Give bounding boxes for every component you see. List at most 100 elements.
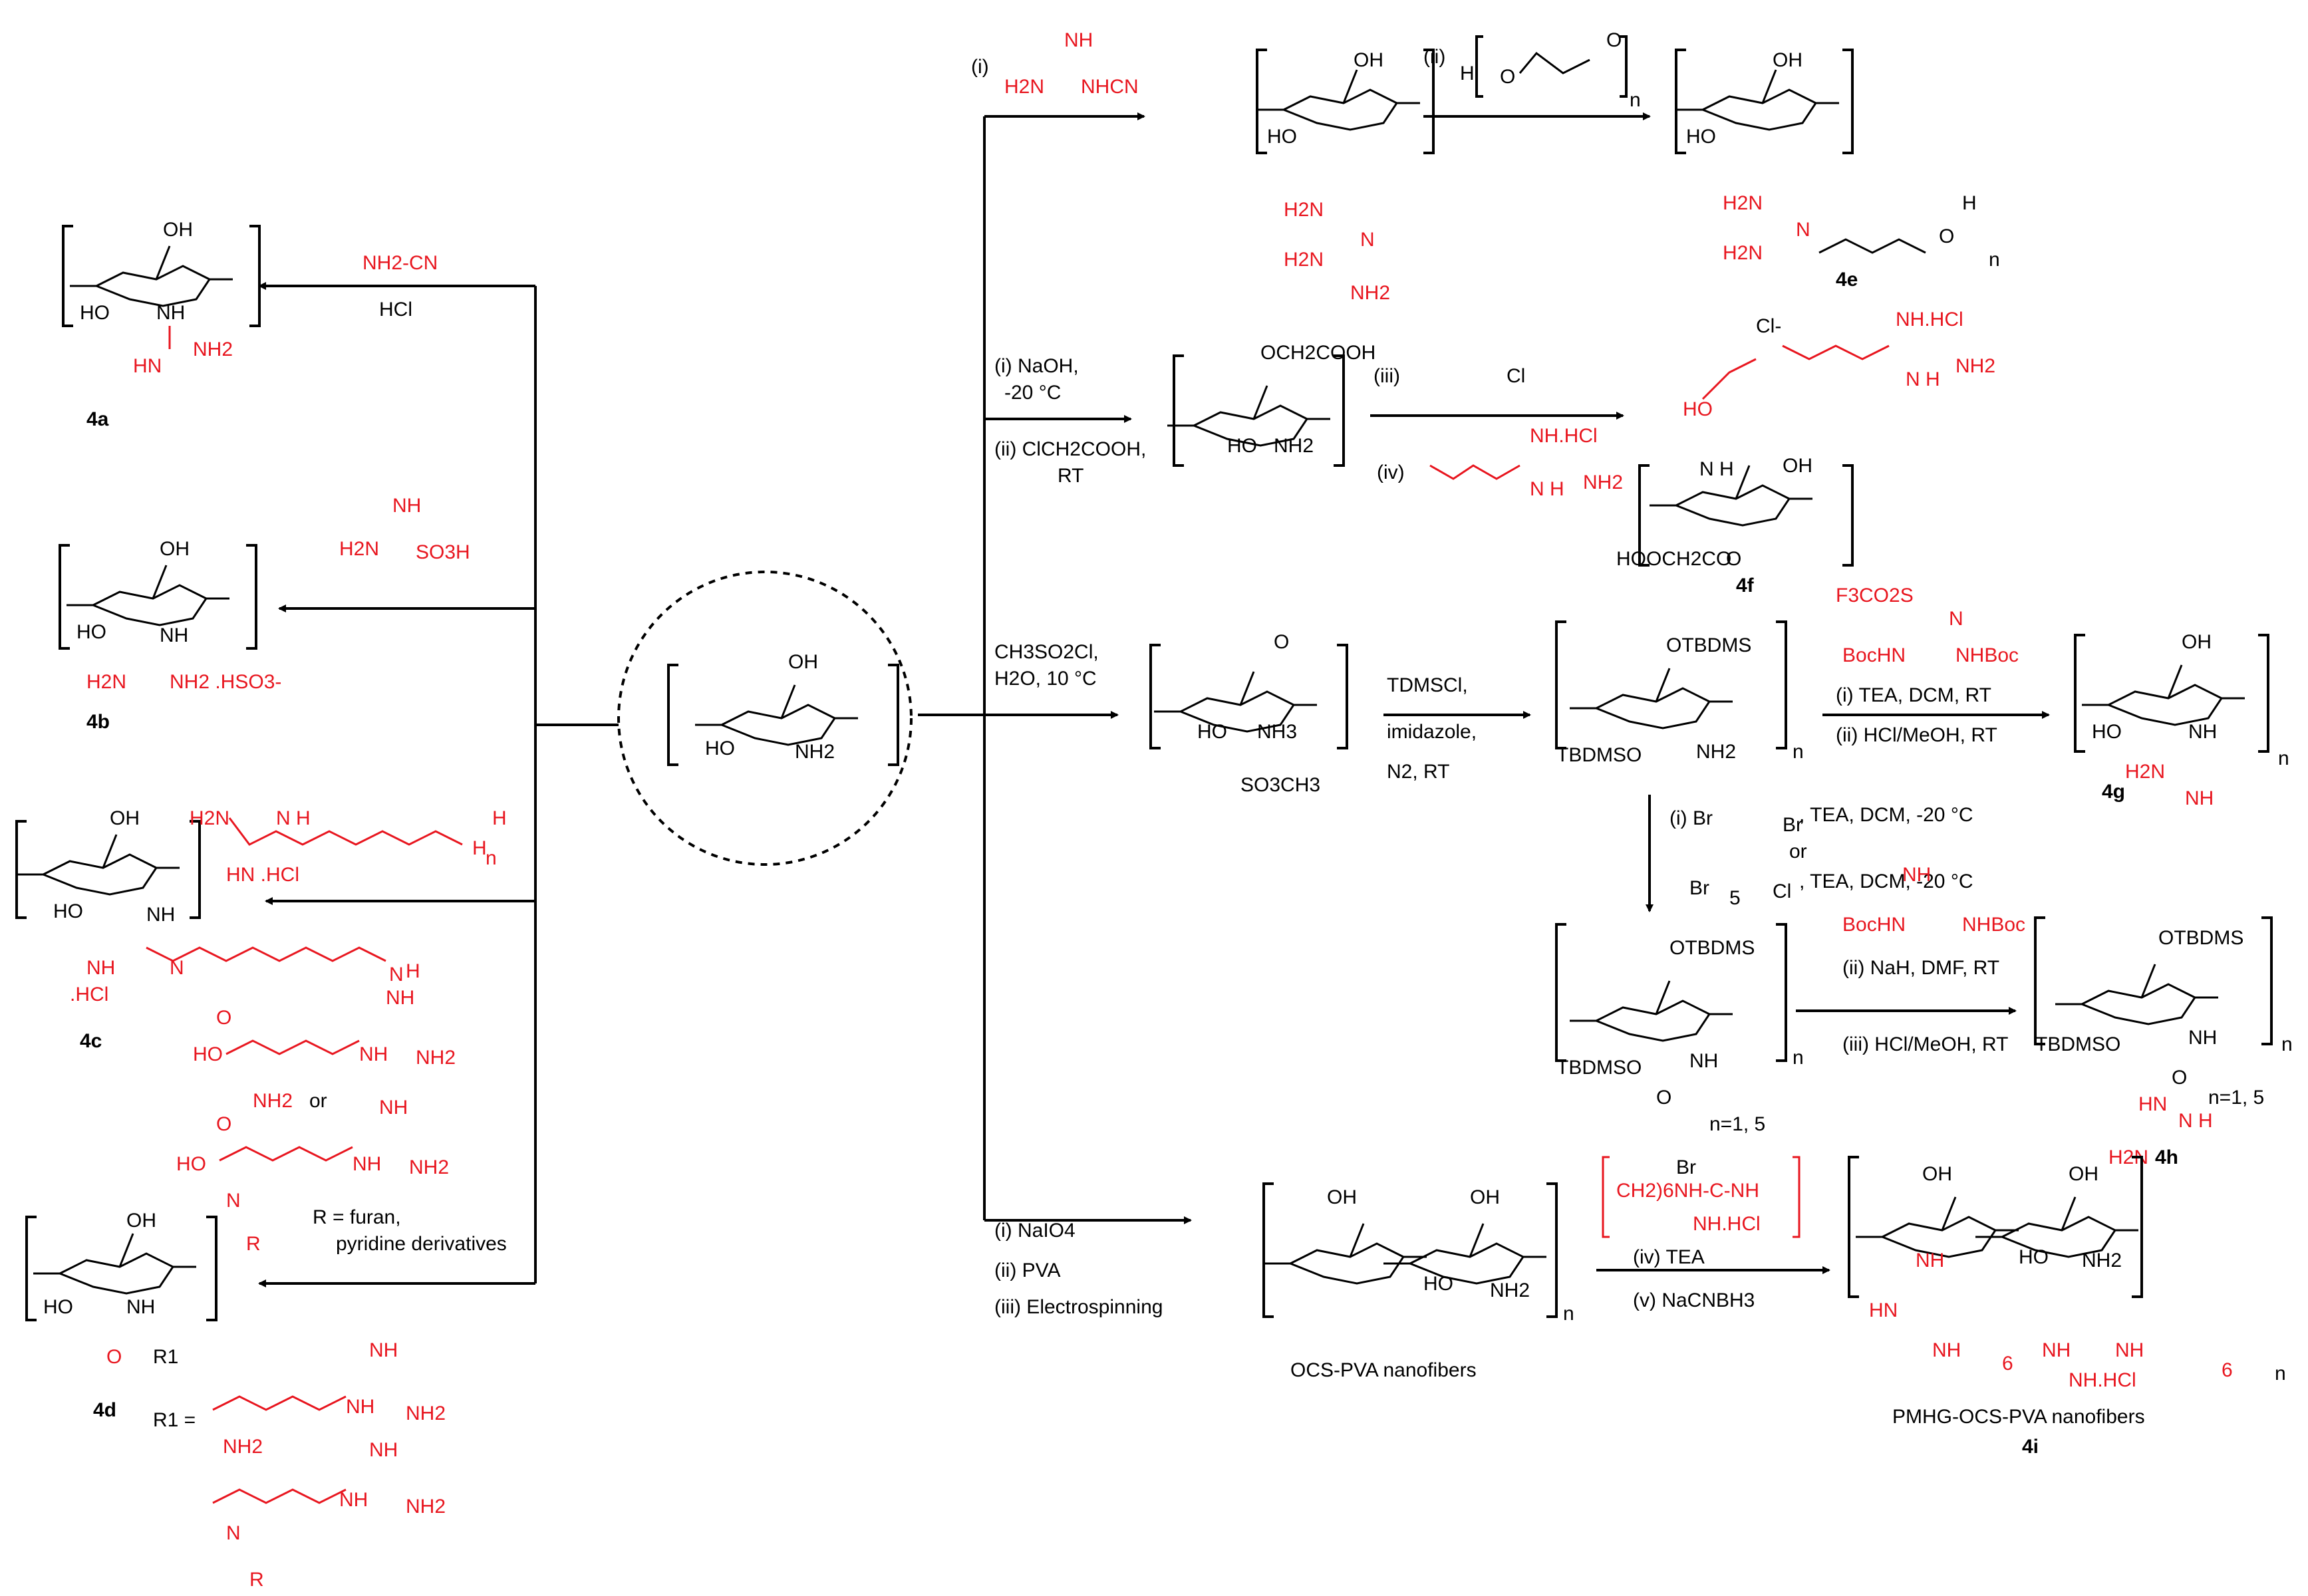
svg-text:HN .HCl: HN .HCl [226, 864, 299, 886]
svg-text:NH2: NH2 [193, 338, 233, 360]
svg-text:(i) TEA, DCM, RT: (i) TEA, DCM, RT [1836, 684, 1991, 706]
svg-text:HO: HO [53, 900, 83, 922]
svg-text:OH: OH [1327, 1186, 1357, 1208]
svg-text:n: n [1793, 741, 1804, 763]
svg-text:OH: OH [1922, 1163, 1952, 1185]
svg-text:N: N [389, 964, 404, 986]
svg-text:HO: HO [1683, 398, 1713, 420]
svg-text:H2N: H2N [1723, 192, 1763, 214]
svg-text:H: H [1962, 192, 1977, 214]
svg-text:OCH2COOH: OCH2COOH [1260, 342, 1375, 364]
svg-text:OH: OH [163, 219, 193, 241]
svg-text:N: N [170, 957, 184, 979]
svg-text:n: n [2275, 1363, 2286, 1385]
center-oh: OH [788, 651, 818, 673]
svg-text:NH.HCl: NH.HCl [1530, 425, 1598, 447]
center-ho: HO [705, 737, 735, 759]
carboxymethyl-chitosan: OCH2COOH HO NH2 [1166, 342, 1375, 467]
svg-text:CH3SO2Cl,: CH3SO2Cl, [994, 641, 1099, 663]
svg-text:HO: HO [1197, 721, 1227, 743]
svg-text:NH: NH [1064, 29, 1093, 51]
svg-text:(ii) PVA: (ii) PVA [994, 1260, 1060, 1281]
svg-text:NH3: NH3 [1257, 721, 1297, 743]
svg-text:5: 5 [1729, 887, 1741, 909]
svg-text:(v) NaCNBH3: (v) NaCNBH3 [1633, 1289, 1755, 1311]
svg-text:NH: NH [156, 302, 185, 324]
svg-text:HN: HN [133, 355, 162, 377]
svg-text:N H: N H [1530, 478, 1564, 500]
svg-text:H2O, 10 °C: H2O, 10 °C [994, 668, 1097, 690]
svg-text:(iv): (iv) [1377, 462, 1405, 483]
svg-text:N H: N H [276, 807, 311, 829]
svg-text:or: or [1789, 841, 1807, 863]
svg-text:n=1, 5: n=1, 5 [1709, 1113, 1765, 1135]
svg-text:H: H [472, 837, 487, 859]
svg-text:.HCl: .HCl [70, 984, 108, 1005]
svg-text:(i) NaIO4: (i) NaIO4 [994, 1220, 1076, 1242]
svg-text:HO: HO [80, 302, 110, 324]
svg-text:NH: NH [386, 987, 414, 1009]
svg-text:HO: HO [76, 621, 106, 643]
pmhg-reagent: CH2)6NH-C-NH NH.HCl [1602, 1156, 1801, 1238]
svg-text:N H: N H [1699, 458, 1734, 480]
svg-text:F3CO2S: F3CO2S [1836, 585, 1914, 606]
label-4e: 4e [1836, 269, 1858, 291]
svg-text:Br: Br [1676, 1156, 1696, 1178]
svg-text:NH: NH [1902, 864, 1931, 886]
reagent-4b-nh: NH [392, 495, 421, 517]
intermediate-guanidine: OH HO H2N H2N N NH2 [1256, 49, 1435, 304]
svg-text:O: O [1500, 66, 1515, 88]
svg-text:OTBDMS: OTBDMS [1666, 634, 1751, 656]
svg-text:HO: HO [2092, 721, 2122, 743]
reagent-4b-so3h: SO3H [416, 541, 470, 563]
guanidine-amine-reagent: NH.HCl N H NH2 [1429, 425, 1623, 500]
svg-text:H: H [406, 960, 420, 982]
label-pmhg: PMHG-OCS-PVA nanofibers [1892, 1406, 2145, 1428]
svg-text:O: O [1606, 29, 1622, 51]
svg-text:n: n [2278, 747, 2289, 769]
svg-text:R = furan,: R = furan, [313, 1206, 401, 1228]
svg-text:(ii) ClCH2COOH,: (ii) ClCH2COOH, [994, 438, 1146, 460]
structure-4c: OH HO NH [15, 807, 201, 926]
svg-text:OH: OH [2069, 1163, 2098, 1185]
svg-text:pyridine derivatives: pyridine derivatives [336, 1233, 507, 1255]
svg-text:Cl: Cl [1773, 880, 1791, 902]
svg-text:TBDMSO: TBDMSO [1556, 1057, 1642, 1079]
svg-text:OTBDMS: OTBDMS [2158, 927, 2243, 949]
svg-text:HN: HN [2138, 1093, 2167, 1115]
svg-text:O: O [1726, 548, 1741, 570]
svg-text:Br: Br [1689, 877, 1709, 899]
svg-text:NHBoc: NHBoc [1962, 914, 2025, 936]
polymer-4c-bottom: NH N .HCl H N [70, 946, 420, 1005]
svg-text:HO: HO [2019, 1246, 2049, 1268]
svg-text:(ii) NaH, DMF, RT: (ii) NaH, DMF, RT [1842, 957, 1999, 979]
center-chitosan-unit: OH HO NH2 [667, 651, 899, 766]
boc-guanidine-triflyl-reagent: F3CO2S N BocHN NHBoc [1836, 585, 2019, 666]
cond-4a: HCl [379, 299, 412, 321]
svg-text:n: n [1630, 89, 1641, 111]
svg-text:NH: NH [160, 624, 188, 646]
svg-text:NH: NH [369, 1439, 398, 1461]
svg-text:H2N: H2N [86, 671, 126, 693]
svg-text:NH: NH [1916, 1250, 1944, 1271]
svg-text:BocHN: BocHN [1842, 644, 1906, 666]
poly-hydroxybutyrate-reagent: H O O n [1460, 29, 1641, 111]
svg-text:NH.HCl: NH.HCl [2069, 1369, 2136, 1391]
arginine-structure: HO O NH NH NH2 NH2 or [193, 987, 456, 1112]
svg-text:N: N [226, 1522, 241, 1544]
svg-text:NH: NH [146, 904, 175, 926]
svg-text:NH2: NH2 [253, 1090, 293, 1112]
svg-text:(iii): (iii) [1373, 365, 1400, 387]
svg-text:NH: NH [353, 1153, 381, 1175]
svg-text:TBDMSO: TBDMSO [1556, 744, 1642, 766]
svg-text:O: O [1939, 225, 1954, 247]
svg-text:N2, RT: N2, RT [1387, 761, 1449, 783]
svg-text:R: R [249, 1569, 264, 1591]
tbdms-chitosan: OTBDMS TBDMSO NH2 n [1555, 620, 1804, 766]
svg-text:NH: NH [1689, 1050, 1718, 1072]
svg-text:HO: HO [1686, 126, 1716, 148]
svg-text:NH2: NH2 [2082, 1250, 2122, 1271]
structure-4i: OH OH HO NH2 NH HN NH NH NH NH.HCl 6 6 n [1848, 1156, 2286, 1391]
svg-text:, TEA, DCM, -20 °C: , TEA, DCM, -20 °C [1799, 804, 1973, 826]
svg-text:OH: OH [1783, 455, 1812, 477]
